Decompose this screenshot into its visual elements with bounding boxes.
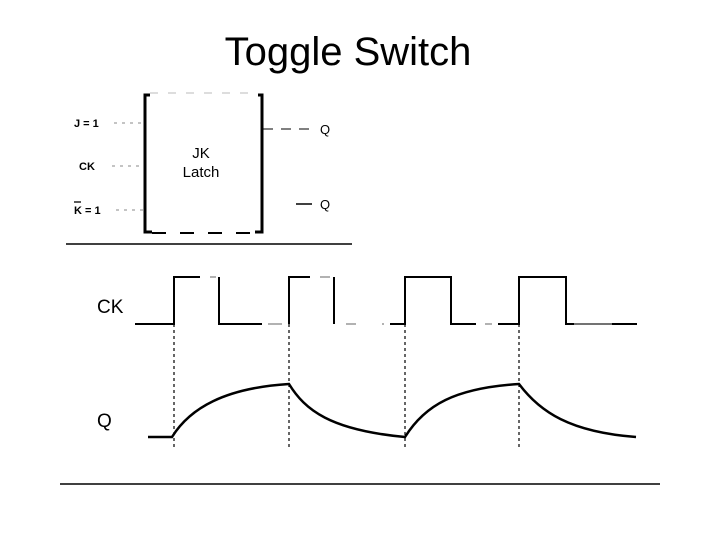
latch-name-line1: JK (192, 145, 210, 162)
latch-name-line2: Latch (183, 164, 220, 181)
q-signal-label: Q (97, 411, 112, 432)
input-label-j: J = 1 (74, 118, 99, 130)
output-label-q: Q (320, 122, 330, 137)
q-waveform (148, 382, 637, 439)
jk-latch-block: JK Latch J = 1 CK K = 1 Q Q (66, 92, 352, 245)
timing-diagram: CK Q (97, 276, 637, 448)
input-label-k: K = 1 (74, 205, 101, 217)
latch-right-edge (255, 93, 264, 234)
input-label-ck: CK (79, 161, 95, 173)
ck-signal-label: CK (97, 297, 124, 318)
ck-waveform (135, 276, 637, 325)
output-label-q-bar: Q (320, 197, 330, 212)
slide-title: Toggle Switch (224, 30, 472, 74)
latch-left-edge (143, 93, 152, 234)
